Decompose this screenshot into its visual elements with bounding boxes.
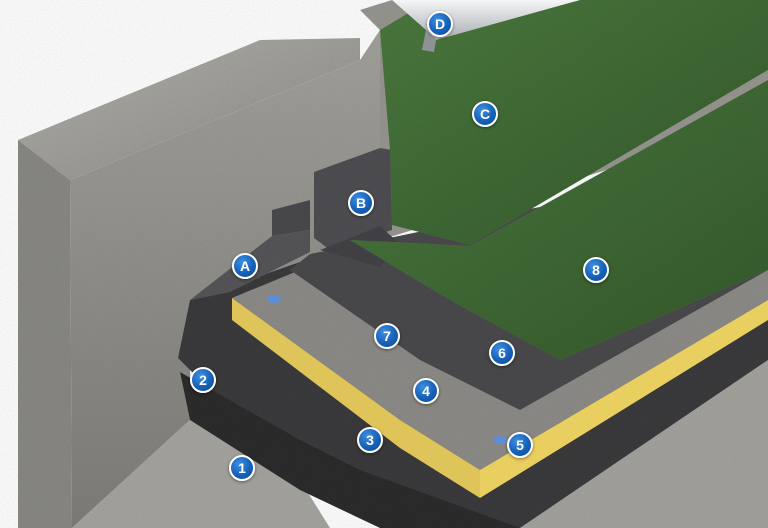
marker-1: 1 bbox=[229, 455, 255, 481]
marker-7: 7 bbox=[374, 323, 400, 349]
green-cap-sheet bbox=[350, 0, 768, 360]
marker-a: A bbox=[232, 253, 258, 279]
marker-5: 5 bbox=[507, 432, 533, 458]
marker-6: 6 bbox=[489, 340, 515, 366]
marker-b: B bbox=[348, 190, 374, 216]
marker-4: 4 bbox=[413, 378, 439, 404]
marker-d: D bbox=[427, 11, 453, 37]
marker-3: 3 bbox=[357, 427, 383, 453]
marker-2: 2 bbox=[190, 367, 216, 393]
marker-c: C bbox=[472, 101, 498, 127]
marker-8: 8 bbox=[583, 257, 609, 283]
